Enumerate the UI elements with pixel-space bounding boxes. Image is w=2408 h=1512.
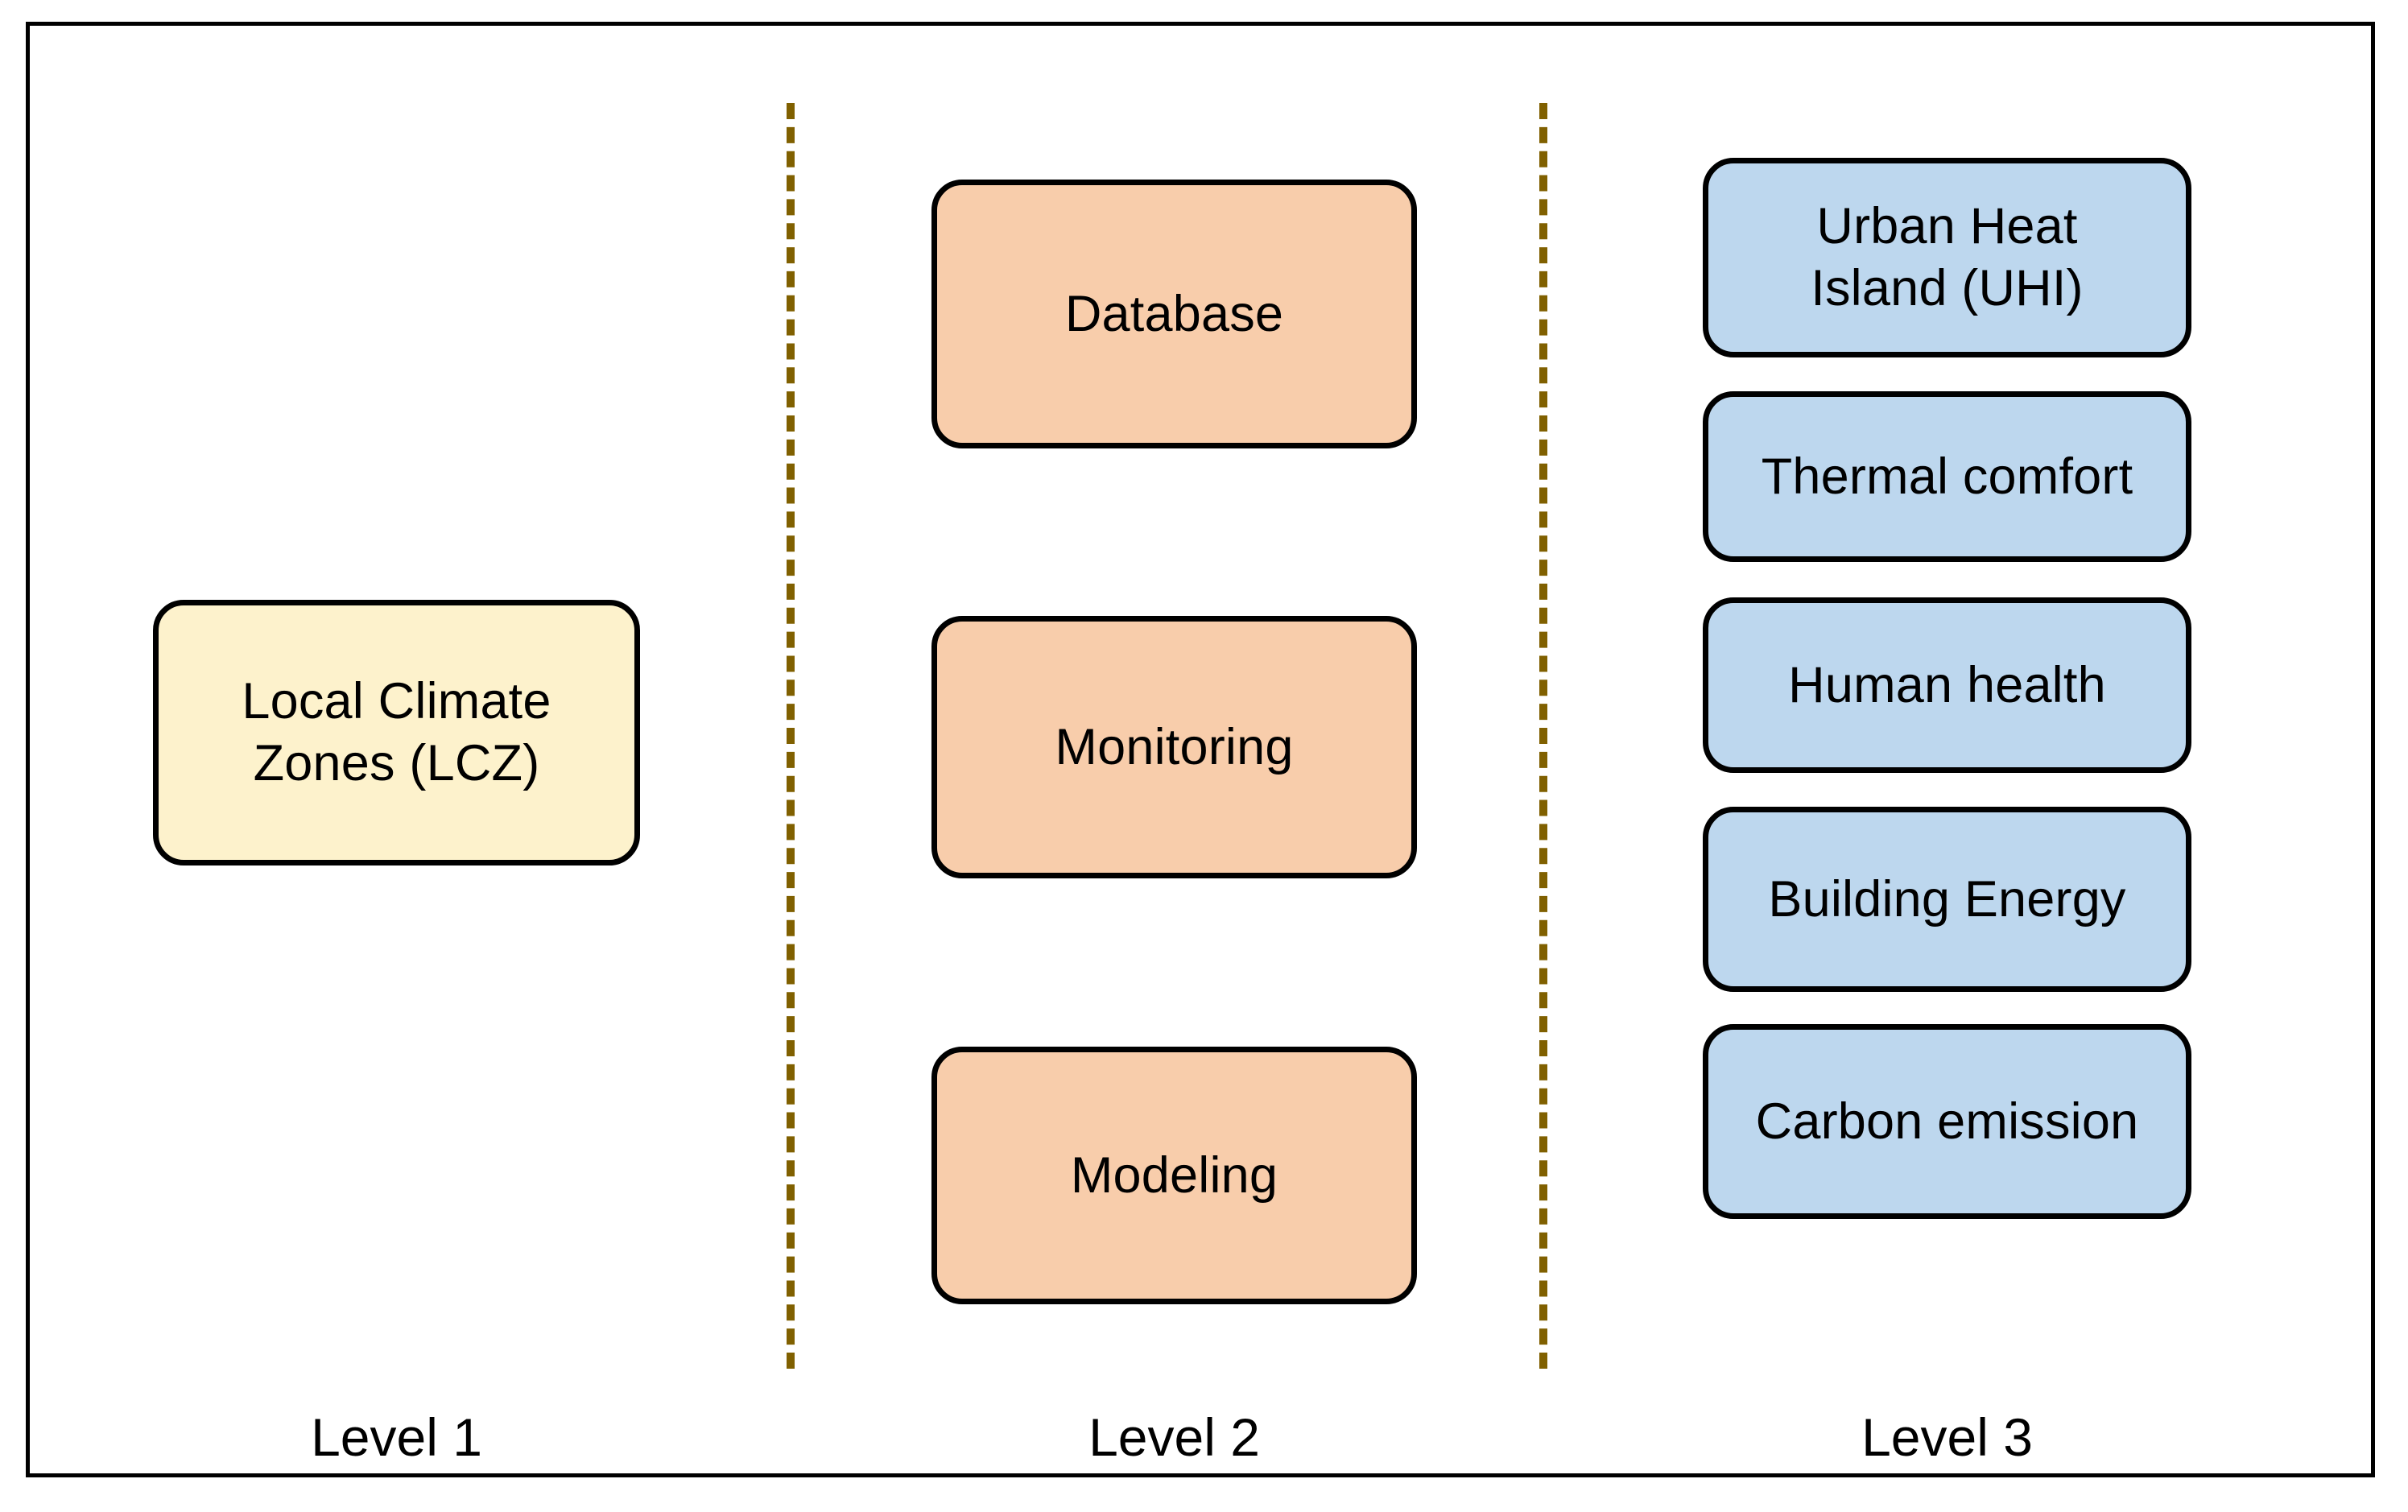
node-label-urban-heat-island: Urban Heat Island (UHI)	[1811, 198, 2084, 316]
node-label-database: Database	[1064, 285, 1284, 342]
node-database[interactable]: Database	[931, 180, 1417, 448]
node-label-modeling: Modeling	[1070, 1146, 1278, 1204]
node-label-monitoring: Monitoring	[1055, 718, 1294, 775]
level-divider-2	[1539, 103, 1547, 1369]
node-thermal-comfort[interactable]: Thermal comfort	[1703, 391, 2191, 562]
node-label-human-health: Human health	[1788, 656, 2106, 713]
level-divider-1	[787, 103, 795, 1369]
level-1-caption: Level 1	[311, 1407, 482, 1467]
node-urban-heat-island[interactable]: Urban Heat Island (UHI)	[1703, 158, 2191, 357]
node-label-building-energy: Building Energy	[1768, 870, 2126, 927]
node-human-health[interactable]: Human health	[1703, 597, 2191, 773]
node-building-energy[interactable]: Building Energy	[1703, 807, 2191, 992]
node-monitoring[interactable]: Monitoring	[931, 616, 1417, 878]
node-local-climate-zones[interactable]: Local Climate Zones (LCZ)	[153, 600, 640, 865]
node-label-thermal-comfort: Thermal comfort	[1761, 448, 2133, 505]
diagram-outer-border	[26, 22, 2375, 1477]
node-carbon-emission[interactable]: Carbon emission	[1703, 1024, 2191, 1219]
level-2-caption: Level 2	[1088, 1407, 1260, 1467]
node-modeling[interactable]: Modeling	[931, 1047, 1417, 1304]
node-label-carbon-emission: Carbon emission	[1755, 1093, 2139, 1150]
node-label-local-climate-zones: Local Climate Zones (LCZ)	[242, 673, 551, 791]
level-3-caption: Level 3	[1861, 1407, 2033, 1467]
